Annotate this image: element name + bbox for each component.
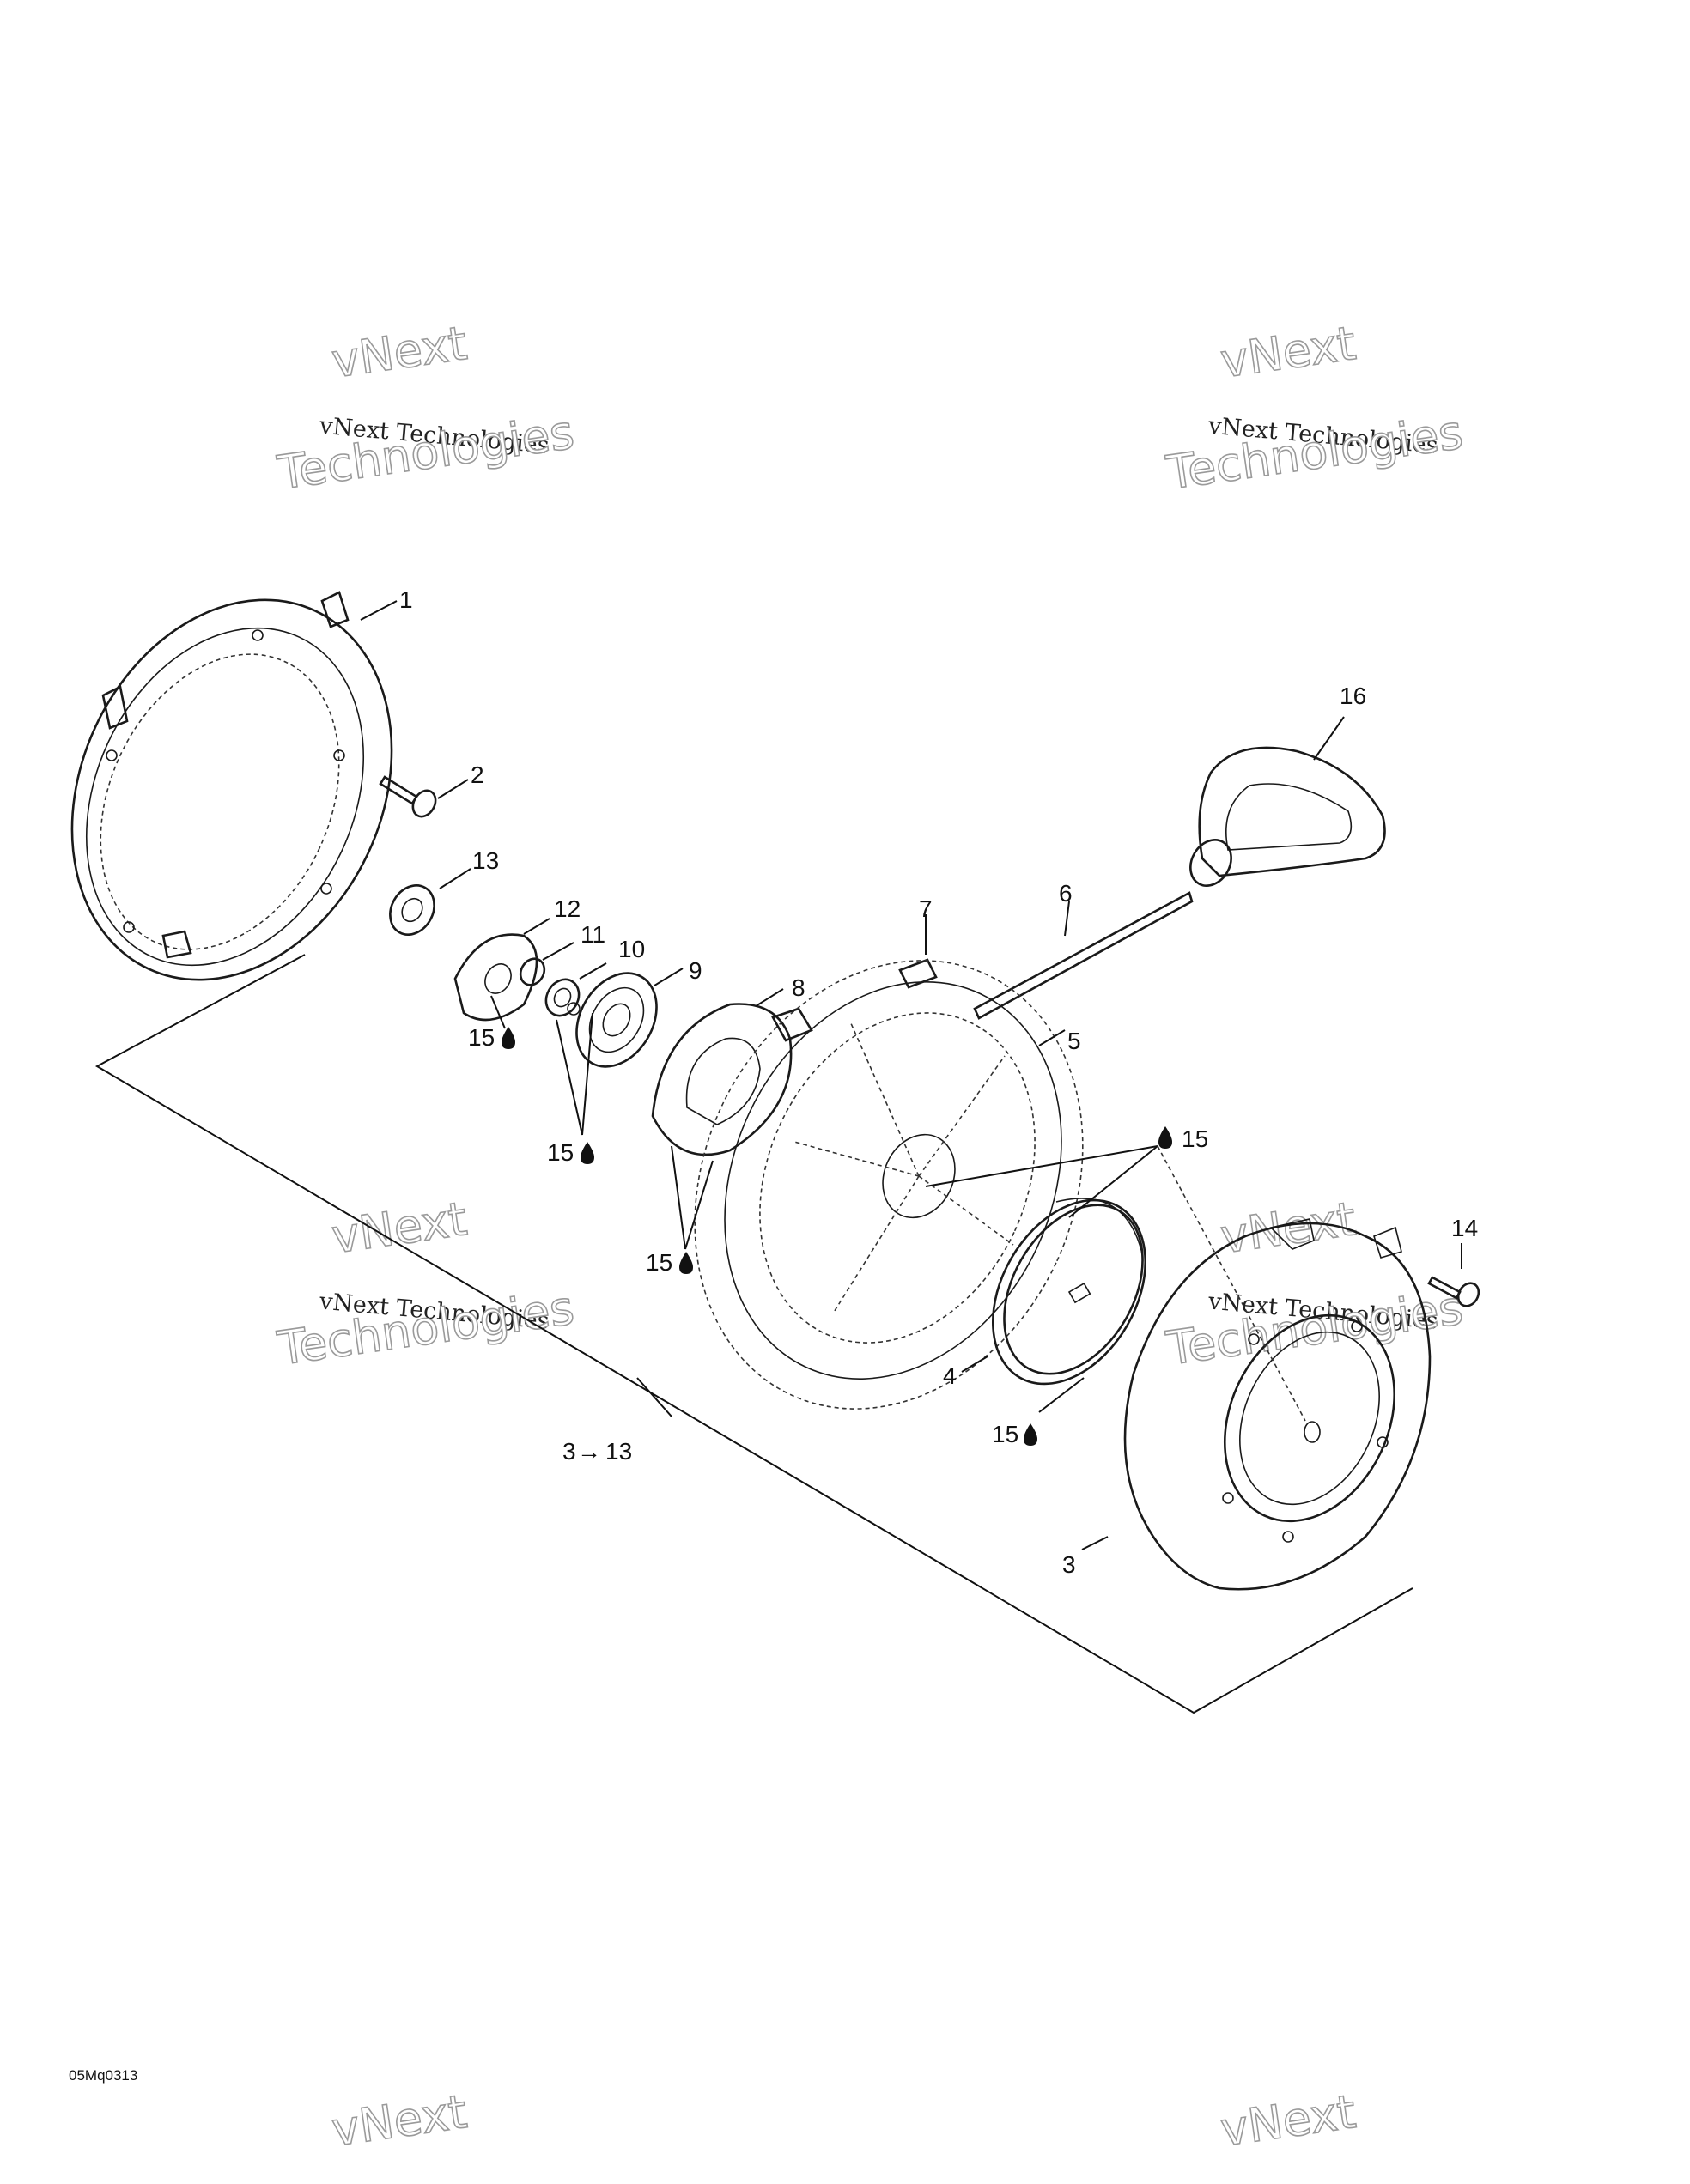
part-10-bushing [544, 962, 607, 1017]
watermark-big-line2: Technologies [274, 2174, 577, 2184]
part-16-handle [1189, 716, 1386, 887]
part-7-pawl [898, 914, 938, 989]
part-6-rope [973, 891, 1194, 1020]
watermark-big-line1: vNext [1218, 2084, 1359, 2157]
watermark-top-right: vNext vNext Technologies Technologies [1162, 315, 1467, 500]
watermark-big-line1: vNext [1218, 316, 1359, 388]
part-14-screw [1427, 1243, 1480, 1307]
label-part-6: 6 [1059, 880, 1073, 907]
part-1-starter-plate [70, 591, 398, 981]
kit-bracket-leader [636, 1377, 672, 1417]
kit-callout-from: 3 [562, 1438, 576, 1465]
watermark-big-line1: vNext [1218, 1192, 1359, 1264]
part-12-plate [453, 918, 550, 1022]
watermark-bottom-left: vNext vNext Technologies Technologies [273, 2084, 578, 2184]
label-part-9: 9 [689, 957, 702, 984]
label-part-14: 14 [1451, 1215, 1478, 1241]
right-arrow-icon: → [577, 1438, 601, 1465]
part-9-spring-disk [567, 968, 684, 1068]
watermark-big-line2: Technologies [1163, 2174, 1466, 2184]
part-13-locknut [389, 868, 471, 936]
label-part-5: 5 [1067, 1028, 1081, 1054]
label-part-7: 7 [919, 895, 933, 922]
part-5-sheave [694, 960, 1084, 1410]
drawing-code: 05Mq0313 [69, 2067, 137, 2084]
lube-callout-d-number: 15 [1182, 1125, 1208, 1152]
lube-callout-a-number: 15 [468, 1024, 495, 1051]
kit-callout: 3 → 13 [562, 1438, 632, 1465]
watermark-middle-left: vNext vNext Technologies Technologies [273, 1191, 578, 1376]
label-part-11: 11 [581, 921, 605, 948]
kit-callout-to: 13 [605, 1438, 632, 1465]
oil-drop-icon [1024, 1423, 1037, 1446]
lube-callout-a: 15 [468, 1024, 515, 1051]
lube-callout-e: 15 [992, 1421, 1037, 1447]
label-part-2: 2 [471, 761, 484, 788]
lube-callout-c-number: 15 [646, 1249, 672, 1276]
label-part-13: 13 [472, 847, 499, 874]
lube-callout-b: 15 [547, 1139, 594, 1166]
lube-callout-b-number: 15 [547, 1139, 574, 1166]
watermark-big-line1: vNext [329, 1192, 471, 1264]
label-part-10: 10 [618, 936, 645, 962]
label-part-16: 16 [1340, 682, 1366, 709]
oil-drop-icon [581, 1142, 594, 1164]
label-part-1: 1 [399, 586, 413, 613]
part-11-washer [519, 942, 574, 986]
oil-drop-icon [679, 1252, 693, 1274]
lube-leaders [490, 995, 1306, 1422]
part-4-recoil-spring [961, 1198, 1147, 1386]
label-part-3: 3 [1062, 1551, 1076, 1578]
part-2-screw [379, 775, 469, 818]
label-part-12: 12 [554, 895, 581, 922]
label-part-8: 8 [792, 974, 805, 1001]
lube-callout-c: 15 [646, 1249, 693, 1276]
kit-bracket [94, 954, 1413, 1714]
label-part-4: 4 [943, 1362, 957, 1389]
watermark-bottom-right: vNext vNext Technologies Technologies [1162, 2084, 1467, 2184]
oil-drop-icon [1158, 1126, 1172, 1149]
lube-callout-d: 15 [1158, 1125, 1208, 1152]
watermark-big-line1: vNext [329, 316, 471, 388]
watermark-top-left: vNext vNext Technologies Technologies [273, 315, 578, 500]
watermark-big-line1: vNext [329, 2084, 471, 2157]
part-8-pawl-plate [651, 988, 813, 1156]
part-3-starter-housing [1081, 1218, 1432, 1591]
oil-drop-icon [502, 1027, 515, 1049]
lube-callout-e-number: 15 [992, 1421, 1018, 1447]
watermark-middle-right: vNext vNext Technologies Technologies [1162, 1191, 1467, 1376]
